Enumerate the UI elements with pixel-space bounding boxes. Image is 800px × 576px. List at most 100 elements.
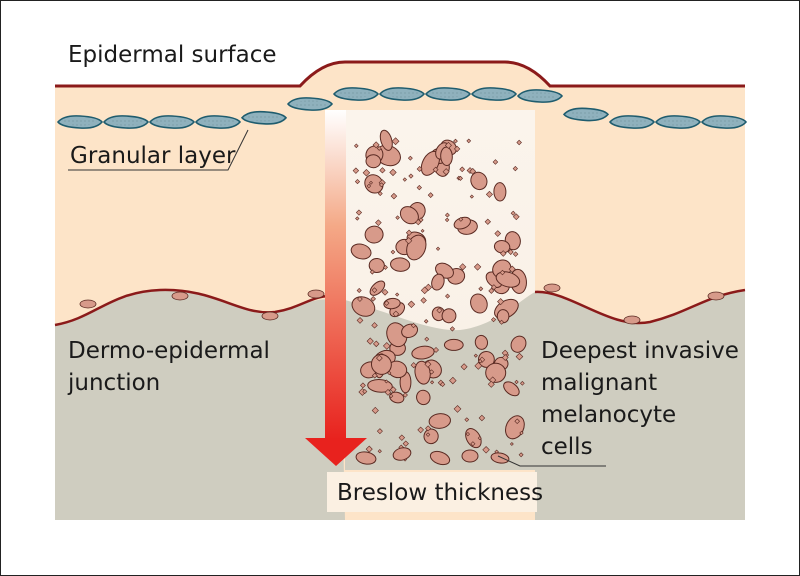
granular-cell-granules [707, 118, 741, 126]
granular-cell-granules [109, 118, 143, 126]
melanin-fleck [508, 265, 516, 273]
melanin-fleck [424, 360, 432, 368]
granular-cell-granules [523, 92, 557, 100]
breslow-arrow-head [305, 438, 367, 466]
melanin-fleck [457, 175, 463, 181]
label-deepest-line2: malignant [541, 370, 657, 396]
melanin-fleck [466, 138, 472, 144]
melanin-fleck [395, 215, 400, 220]
melanin-fleck [430, 380, 435, 385]
melanocyte-cell [370, 353, 392, 375]
granular-layer-leader [68, 129, 249, 171]
melanin-fleck [387, 370, 392, 376]
label-breslow-thickness: Breslow thickness [337, 480, 543, 506]
melanin-fleck [384, 389, 392, 396]
melanin-fleck [520, 380, 525, 386]
melanin-fleck [484, 218, 491, 225]
granular-cell-granules [293, 100, 327, 108]
melanin-fleck [487, 380, 495, 388]
melanin-fleck [372, 141, 380, 149]
melanin-fleck [433, 346, 439, 353]
melanin-fleck [499, 319, 505, 325]
melanin-fleck [490, 284, 497, 291]
granular-cell-granules [615, 118, 649, 126]
melanin-fleck [425, 425, 432, 432]
melanin-fleck [449, 376, 457, 385]
melanin-fleck [405, 237, 413, 245]
melanin-fleck [420, 286, 429, 295]
melanin-fleck [499, 269, 506, 276]
epidermal-surface-line [55, 60, 745, 88]
melanocyte-cell [440, 146, 453, 166]
melanin-fleck [402, 392, 408, 398]
melanocyte-cell [470, 293, 488, 314]
melanin-fleck [366, 183, 372, 189]
melanin-fleck [514, 379, 519, 385]
melanocyte-cell [429, 450, 451, 466]
granular-cell-granules [155, 118, 189, 126]
melanin-fleck [369, 180, 373, 185]
junction-melanocyte [543, 283, 561, 293]
melanin-fleck [460, 363, 468, 371]
junction-melanocytes [79, 283, 725, 325]
label-deepest-line1: Deepest invasive [541, 338, 739, 364]
melanin-fleck [459, 263, 467, 271]
melanin-fleck [478, 286, 484, 292]
melanin-fleck [357, 296, 363, 302]
melanin-fleck [410, 322, 417, 329]
melanocyte-cell [416, 389, 431, 406]
melanocyte-cell [470, 171, 488, 191]
melanocyte-cells [350, 129, 527, 466]
melanin-fleck [464, 417, 470, 423]
melanocyte-cell [477, 351, 495, 368]
melanin-fleck [492, 159, 499, 165]
melanin-fleck [390, 192, 398, 200]
melanin-fleck [509, 442, 514, 446]
melanocyte-cell [503, 381, 520, 397]
melanin-fleck [477, 436, 482, 441]
melanin-fleck [478, 359, 483, 364]
melanin-fleck [391, 137, 400, 146]
melanin-fleck [376, 146, 382, 151]
dermis-layer-right [535, 290, 745, 520]
granular-cell-granules [201, 118, 235, 126]
melanin-fleck [402, 177, 407, 182]
label-epidermal-surface: Epidermal surface [68, 42, 277, 68]
melanin-fleck [375, 219, 382, 226]
melanin-fleck [408, 173, 414, 179]
melanin-fleck [376, 428, 383, 435]
melanin-fleck [424, 336, 430, 342]
melanin-fleck [417, 426, 424, 434]
melanocyte-cell [510, 335, 527, 353]
melanin-fleck [427, 192, 434, 199]
melanin-fleck [473, 353, 478, 358]
melanin-fleck [389, 386, 397, 393]
melanin-fleck [507, 249, 514, 255]
granular-cell-granules [339, 90, 373, 98]
melanin-fleck [449, 326, 456, 332]
melanocyte-cell [364, 225, 384, 244]
melanin-fleck [512, 165, 518, 172]
melanin-fleck [392, 310, 400, 318]
melanocyte-cell [495, 271, 521, 288]
melanin-fleck [497, 298, 505, 306]
granular-cell-granules [247, 114, 281, 122]
melanocyte-cell [383, 297, 401, 310]
melanin-fleck [402, 440, 409, 447]
melanin-fleck [458, 216, 464, 222]
melanin-fleck [356, 317, 364, 324]
melanin-fleck [355, 209, 363, 216]
melanin-fleck [442, 168, 450, 176]
melanin-fleck [382, 342, 391, 350]
melanin-fleck [354, 143, 359, 149]
melanin-fleck [510, 210, 516, 216]
melanin-fleck [420, 297, 427, 304]
granular-cell-granules [661, 118, 695, 126]
junction-line [54, 288, 331, 327]
melanin-fleck [416, 165, 423, 172]
melanin-fleck [485, 190, 493, 198]
melanin-fleck [398, 434, 406, 441]
melanin-fleck [371, 287, 378, 293]
melanin-fleck [474, 361, 483, 370]
